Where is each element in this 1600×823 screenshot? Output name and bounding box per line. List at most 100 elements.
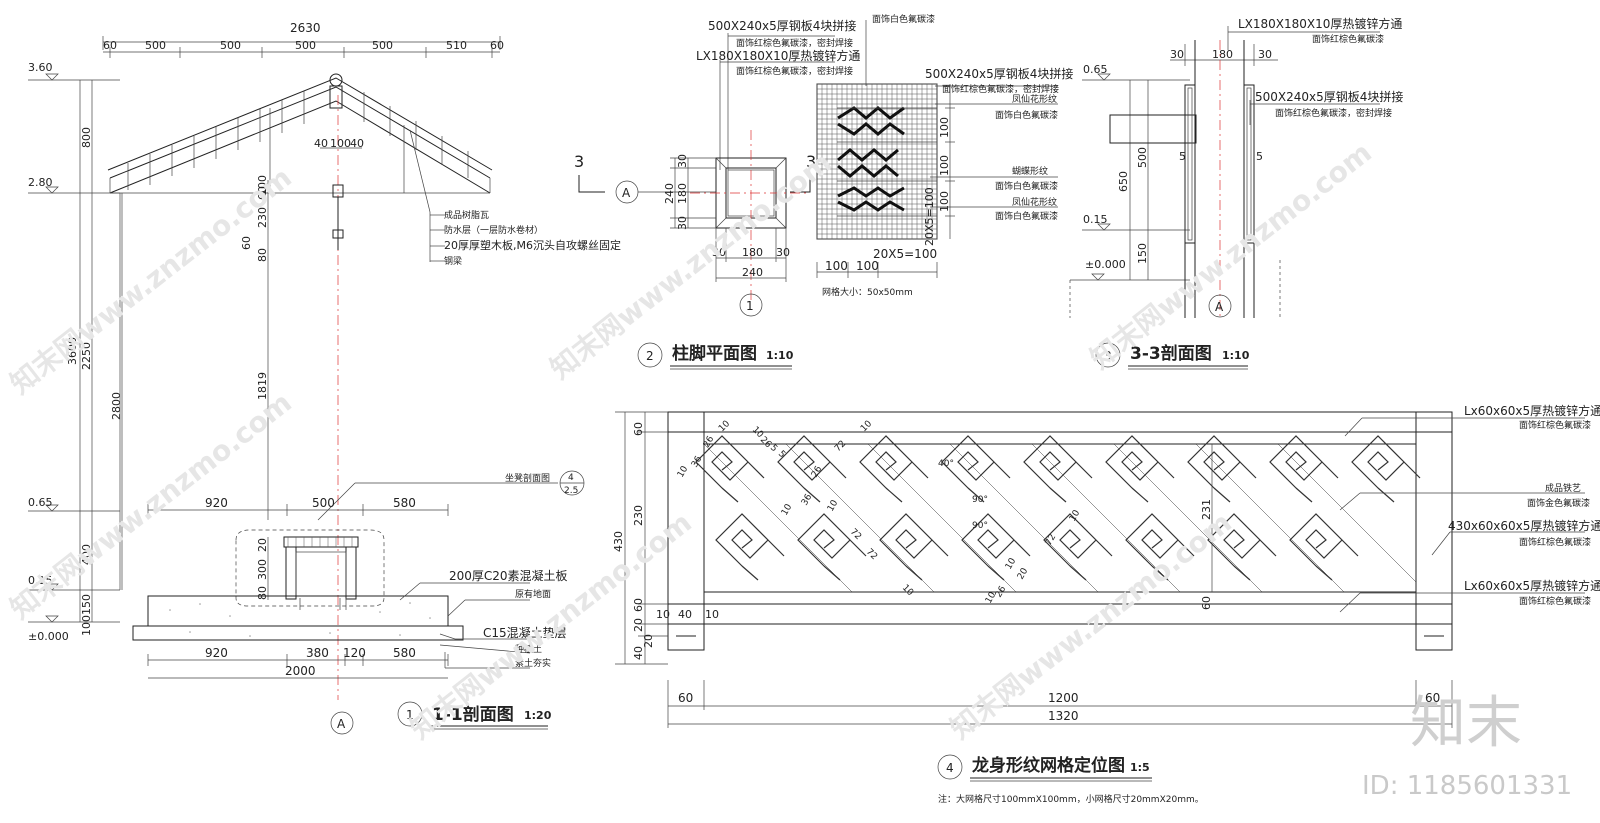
grid-notes: Lx60x60x5厚热镀锌方通 面饰红棕色氟碳漆 成品铁艺 面饰金色氟碳漆 43…	[1339, 403, 1600, 613]
svg-text:500: 500	[372, 39, 393, 52]
svg-text:10: 10	[900, 583, 915, 598]
svg-text:380: 380	[306, 646, 329, 660]
center-column: 40 100 40 60 230 100 60 80 1819	[119, 95, 364, 700]
svg-text:2800: 2800	[110, 392, 123, 420]
level-0-15: 0.15	[28, 574, 120, 591]
svg-text:面饰白色氟碳漆: 面饰白色氟碳漆	[995, 210, 1058, 222]
svg-text:面饰红棕色氟碳漆: 面饰红棕色氟碳漆	[1519, 536, 1591, 548]
svg-text:C15混凝土垫层: C15混凝土垫层	[483, 625, 567, 640]
svg-text:1:20: 1:20	[524, 709, 552, 722]
svg-text:龙身形纹网格定位图: 龙身形纹网格定位图	[971, 755, 1125, 776]
svg-text:10: 10	[826, 498, 841, 513]
svg-text:80: 80	[256, 586, 269, 600]
svg-text:面饰红棕色氟碳漆: 面饰红棕色氟碳漆	[1519, 595, 1591, 607]
svg-text:72: 72	[833, 439, 848, 454]
svg-text:0.65: 0.65	[1083, 63, 1108, 76]
svg-text:500X240x5厚钢板4块拼接: 500X240x5厚钢板4块拼接	[708, 18, 856, 33]
svg-text:10: 10	[676, 464, 691, 479]
svg-text:原有地面: 原有地面	[515, 588, 551, 600]
level-2-80: 2.80	[28, 176, 120, 194]
svg-text:231: 231	[1200, 499, 1213, 520]
svg-text:面饰红棕色氟碳漆，密封焊接: 面饰红棕色氟碳漆，密封焊接	[736, 65, 853, 77]
svg-text:1200: 1200	[1048, 691, 1079, 705]
svg-text:40: 40	[314, 137, 328, 150]
svg-text:3.60: 3.60	[28, 61, 53, 74]
svg-text:80: 80	[256, 248, 269, 262]
base-notes: 200厚C20素混凝土板 原有地面 C15混凝土垫层 种植土 素土夯实	[399, 568, 568, 669]
svg-text:成品铁艺: 成品铁艺	[1545, 482, 1581, 494]
watermark-id: ID: 1185601331	[1362, 771, 1572, 801]
svg-text:60: 60	[1425, 691, 1440, 705]
svg-text:LX180X180X10厚热镀锌方通: LX180X180X10厚热镀锌方通	[696, 48, 860, 63]
svg-text:素土夯实: 素土夯实	[515, 657, 551, 669]
svg-text:500: 500	[145, 39, 166, 52]
svg-text:1:10: 1:10	[766, 349, 794, 362]
dim-2630: 2630	[290, 21, 321, 35]
svg-text:510: 510	[446, 39, 467, 52]
title-1-1-section: 1 1-1剖面图 1:20	[397, 701, 552, 730]
svg-text:坐凳剖面图: 坐凳剖面图	[505, 472, 550, 484]
roof-notes: 成品树脂瓦 防水层（一层防水卷材） 20厚厚塑木板,M6沉头自攻螺丝固定 钢梁	[409, 129, 621, 267]
svg-text:10: 10	[705, 608, 719, 621]
level-3-0-15: 0.15	[1082, 213, 1190, 231]
svg-text:20厚厚塑木板,M6沉头自攻螺丝固定: 20厚厚塑木板,M6沉头自攻螺丝固定	[444, 238, 621, 252]
svg-text:20: 20	[256, 538, 269, 552]
svg-text:5: 5	[1256, 150, 1263, 163]
svg-text:60: 60	[1200, 596, 1213, 610]
svg-text:2250: 2250	[80, 342, 93, 370]
svg-text:920: 920	[205, 646, 228, 660]
level-0-000: ±0.000	[28, 615, 120, 643]
svg-text:200厚C20素混凝土板: 200厚C20素混凝土板	[449, 568, 568, 583]
svg-text:±0.000: ±0.000	[28, 630, 69, 643]
svg-text:30: 30	[1258, 48, 1272, 61]
detail-ref: 坐凳剖面图 4 2.5	[317, 470, 585, 521]
drawing-3-section: LX180X180X10厚热镀锌方通 面饰红棕色氟碳漆 30 180 30 0.…	[1069, 16, 1403, 370]
svg-text:钢梁: 钢梁	[444, 255, 462, 267]
svg-text:1:10: 1:10	[1222, 349, 1250, 362]
svg-text:72: 72	[1044, 533, 1058, 548]
svg-text:650: 650	[1117, 171, 1130, 192]
svg-text:1: 1	[746, 299, 754, 313]
svg-text:500: 500	[295, 39, 316, 52]
roof	[107, 73, 493, 194]
svg-text:60: 60	[103, 39, 117, 52]
svg-text:2000: 2000	[285, 664, 316, 678]
svg-text:100: 100	[825, 259, 848, 273]
svg-text:180: 180	[1212, 48, 1233, 61]
svg-text:120: 120	[343, 646, 366, 660]
svg-text:230: 230	[632, 505, 645, 526]
svg-text:1819: 1819	[256, 372, 269, 400]
svg-text:面饰红棕色氟碳漆，密封焊接: 面饰红棕色氟碳漆，密封焊接	[1275, 107, 1392, 119]
level-3-0-65: 0.65	[1082, 63, 1190, 81]
svg-text:LX180X180X10厚热镀锌方通: LX180X180X10厚热镀锌方通	[1238, 16, 1402, 31]
svg-text:72: 72	[864, 547, 879, 562]
svg-text:面饰金色氟碳漆: 面饰金色氟碳漆	[1527, 497, 1590, 509]
svg-text:180: 180	[676, 183, 689, 204]
pattern-notes: 500X240x5厚钢板4块拼接 面饰红棕色氟碳漆，密封焊接 凤仙花形纹 面饰白…	[925, 66, 1073, 222]
svg-text:430x60x60x5厚热镀锌方通: 430x60x60x5厚热镀锌方通	[1448, 518, 1600, 533]
svg-text:4: 4	[946, 761, 954, 775]
svg-text:3: 3	[806, 152, 816, 171]
svg-text:100: 100	[330, 137, 351, 150]
svg-text:柱脚平面图: 柱脚平面图	[672, 343, 757, 364]
svg-text:100: 100	[80, 615, 93, 636]
svg-text:A: A	[337, 717, 346, 731]
svg-text:36: 36	[690, 454, 705, 469]
svg-text:2.5: 2.5	[564, 486, 578, 496]
svg-text:面饰红棕色氟碳漆: 面饰红棕色氟碳漆	[1312, 33, 1384, 45]
svg-text:230: 230	[256, 207, 269, 228]
title-grid-positioning: 4 龙身形纹网格定位图 1:5 注：大网格尺寸100mmX100mm，小网格尺寸…	[937, 754, 1204, 805]
svg-text:知末网www.znzmo.com: 知末网www.znzmo.com	[944, 506, 1238, 746]
svg-text:40°: 40°	[938, 459, 954, 469]
svg-text:凤仙花形纹: 凤仙花形纹	[1012, 93, 1057, 105]
svg-text:4: 4	[568, 473, 574, 483]
svg-text:60: 60	[240, 236, 253, 250]
title-3-3-section: 3 3-3剖面图 1:10	[1095, 342, 1250, 370]
svg-text:5: 5	[1179, 150, 1186, 163]
svg-text:100: 100	[938, 117, 951, 138]
svg-text:凤仙花形纹: 凤仙花形纹	[1012, 196, 1057, 208]
svg-text:40: 40	[678, 608, 692, 621]
svg-text:30: 30	[676, 216, 689, 230]
svg-text:920: 920	[205, 496, 228, 510]
